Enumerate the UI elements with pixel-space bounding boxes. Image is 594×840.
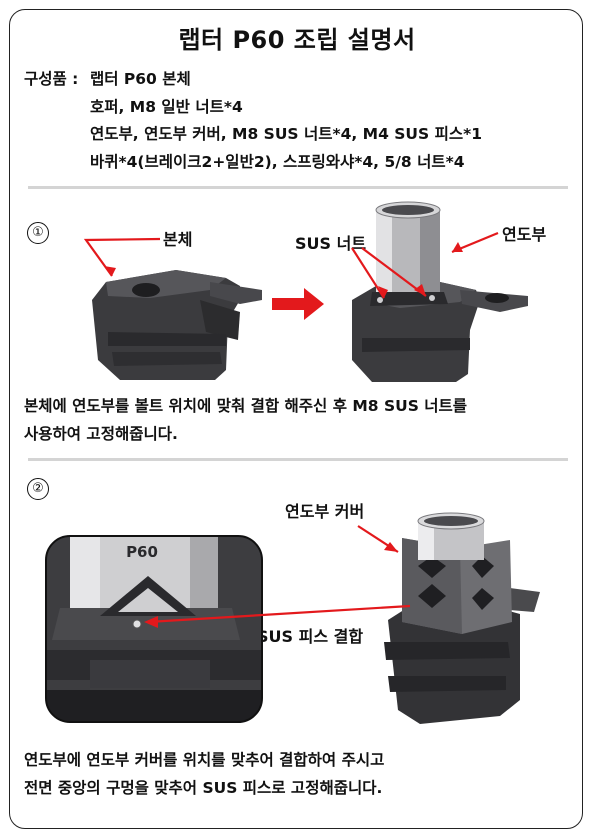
label-flue: 연도부 — [502, 225, 547, 244]
screw-hole-icon — [132, 619, 142, 629]
arrowhead-icon — [452, 242, 463, 252]
callout-line — [351, 247, 385, 299]
label-sus-nut: SUS 너트 — [295, 234, 367, 253]
parts-item: 연도부, 연도부 커버, M8 SUS 너트*4, M4 SUS 피스*1 — [90, 125, 482, 143]
parts-list: 구성품 : 랩터 P60 본체 호퍼, M8 일반 너트*4 연도부, 연도부 … — [24, 66, 482, 176]
page-frame — [9, 9, 583, 829]
callout-line — [83, 237, 161, 277]
section-divider — [28, 458, 568, 461]
arrowhead-icon — [384, 542, 398, 552]
parts-item: 바퀴*4(브레이크2+일반2), 스프링와샤*4, 5/8 너트*4 — [90, 152, 465, 171]
inset-border — [45, 535, 263, 723]
parts-item: 랩터 P60 본체 — [90, 70, 191, 88]
step-2-number: ② — [27, 478, 49, 500]
step-1-number: ① — [27, 222, 49, 244]
callout-line — [361, 247, 427, 297]
callout-line — [147, 604, 411, 624]
section-divider — [28, 186, 568, 189]
label-sus-screw: SUS 피스 결합 — [257, 627, 364, 646]
step-1-description: 본체에 연도부를 볼트 위치에 맞춰 결합 해주신 후 M8 SUS 너트를 사… — [24, 392, 467, 448]
stove-body-image — [92, 270, 262, 380]
inset-model-text: P60 — [126, 543, 158, 561]
label-body: 본체 — [163, 230, 193, 249]
right-arrow-icon — [272, 288, 324, 320]
parts-row: 구성품 : 랩터 P60 본체 — [24, 66, 482, 94]
description-line: 전면 중앙의 구멍을 맞추어 SUS 피스로 고정해줍니다. — [24, 779, 383, 797]
close-up-inset — [46, 536, 262, 722]
stove-with-flue-image — [352, 201, 528, 382]
arrowhead-icon — [414, 284, 426, 296]
arrowhead-icon — [378, 286, 388, 298]
label-flue-cover: 연도부 커버 — [285, 502, 365, 521]
page-title: 랩터 P60 조립 설명서 — [178, 26, 416, 54]
parts-label: 구성품 : — [24, 70, 79, 88]
description-line: 사용하여 고정해줍니다. — [24, 425, 178, 443]
description-line: 본체에 연도부를 볼트 위치에 맞춰 결합 해주신 후 M8 SUS 너트를 — [24, 397, 468, 415]
step-2-description: 연도부에 연도부 커버를 위치를 맞추어 결합하여 주시고 전면 중앙의 구멍을… — [24, 746, 384, 802]
parts-item: 호퍼, M8 일반 너트*4 — [90, 97, 243, 116]
description-line: 연도부에 연도부 커버를 위치를 맞추어 결합하여 주시고 — [24, 751, 385, 769]
stove-with-cover-image — [384, 512, 540, 724]
arrowhead-icon — [104, 266, 116, 276]
arrowhead-icon — [144, 616, 158, 628]
